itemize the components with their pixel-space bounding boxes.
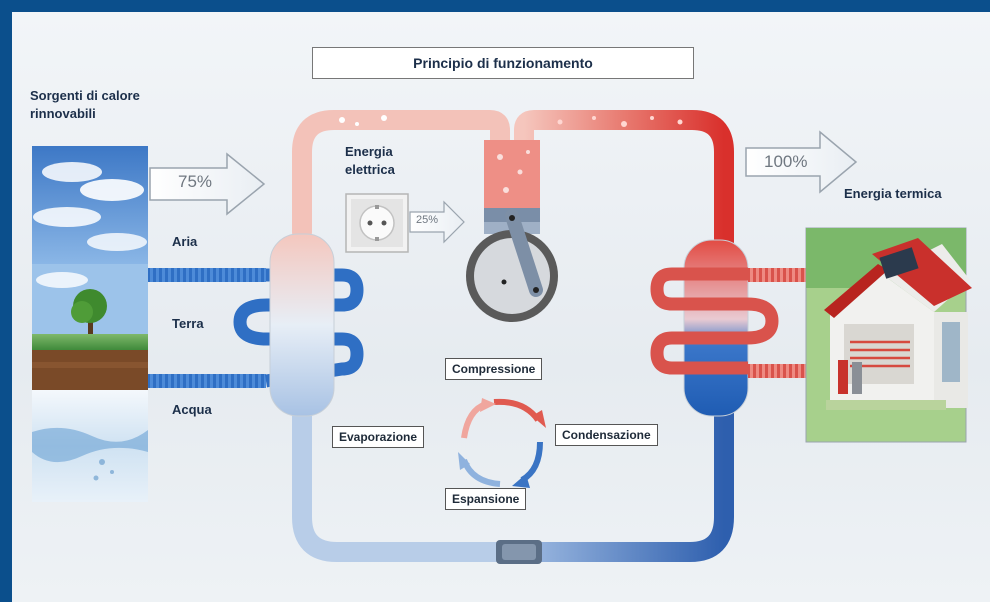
source-pipes bbox=[148, 268, 364, 388]
electric-percent: 25% bbox=[416, 214, 439, 226]
output-label: Energia termica bbox=[844, 186, 942, 201]
evaporator bbox=[269, 233, 335, 417]
electric-arrow bbox=[409, 200, 465, 244]
diagram-canvas: Principio di funzionamento Sorgenti di c… bbox=[12, 12, 990, 602]
label-expansion: Espansione bbox=[445, 488, 527, 510]
output-pipes bbox=[650, 267, 810, 378]
cycle-arrows bbox=[458, 398, 546, 488]
label-compression: Compressione bbox=[445, 358, 543, 380]
compressor bbox=[466, 140, 558, 322]
socket-icon bbox=[345, 193, 409, 253]
source-label-water: Acqua bbox=[172, 402, 212, 417]
label-evaporation: Evaporazione bbox=[332, 426, 425, 448]
source-label-ground: Terra bbox=[172, 316, 204, 331]
refrigerant-loop bbox=[292, 110, 734, 564]
sources-heading-line1: Sorgenti di calore bbox=[30, 88, 140, 103]
output-arrow bbox=[745, 130, 858, 194]
source-image-panel bbox=[32, 146, 148, 502]
electric-label-line1: Energia bbox=[345, 144, 393, 159]
house-illustration bbox=[805, 227, 972, 443]
diagram-title: Principio di funzionamento bbox=[312, 47, 694, 79]
sources-heading-line2: rinnovabili bbox=[30, 106, 96, 121]
output-percent: 100% bbox=[764, 152, 808, 171]
electric-label-line2: elettrica bbox=[345, 162, 395, 177]
input-arrow bbox=[149, 152, 266, 216]
diagram-graphics bbox=[32, 110, 972, 564]
input-percent: 75% bbox=[178, 172, 213, 191]
source-label-air: Aria bbox=[172, 234, 198, 249]
condenser bbox=[683, 239, 749, 417]
label-condensation: Condensazione bbox=[555, 424, 658, 446]
